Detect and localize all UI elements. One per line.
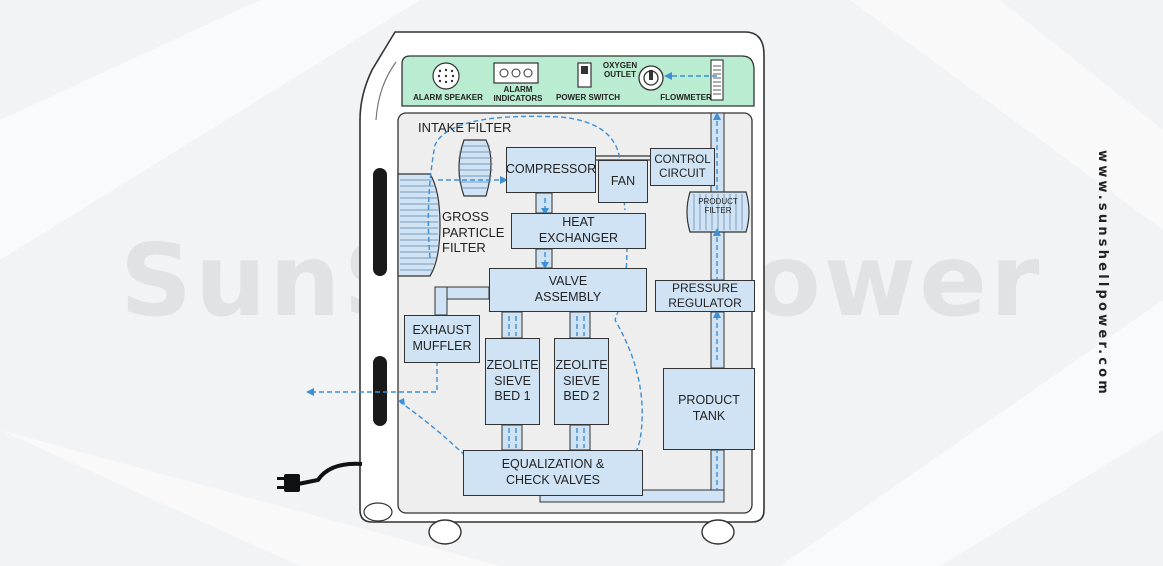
exhaust-muffler-box: EXHAUST MUFFLER xyxy=(404,315,480,363)
side-vent-bottom xyxy=(373,356,387,426)
flowmeter-label: FLOWMETER xyxy=(660,93,712,102)
wheel-right xyxy=(701,519,735,545)
power-cord xyxy=(297,461,363,486)
alarm-speaker-label: ALARM SPEAKER xyxy=(413,93,483,102)
zeolite-sieve-bed-2-box: ZEOLITE SIEVE BED 2 xyxy=(554,338,609,425)
fan-box: FAN xyxy=(598,160,648,203)
alarm-indicators-label: ALARM INDICATORS xyxy=(493,85,543,104)
equalization-check-valves-box: EQUALIZATION & CHECK VALVES xyxy=(463,450,643,496)
control-circuit-box: CONTROL CIRCUIT xyxy=(650,148,715,186)
compressor-box: COMPRESSOR xyxy=(506,147,596,193)
power-switch-label: POWER SWITCH xyxy=(556,93,620,102)
power-plug xyxy=(284,474,300,492)
side-vent-top xyxy=(373,168,387,276)
gross-particle-filter-shape xyxy=(397,173,441,277)
valve-assembly-box: VALVE ASSEMBLY xyxy=(489,268,647,312)
gross-particle-filter-label: GROSS PARTICLE FILTER xyxy=(442,209,505,256)
website-url: www.sunshellpower.com xyxy=(1095,150,1110,398)
product-filter-label: PRODUCT FILTER xyxy=(698,197,738,216)
heat-exchanger-box: HEAT EXCHANGER xyxy=(511,213,646,249)
zeolite-sieve-bed-1-box: ZEOLITE SIEVE BED 1 xyxy=(485,338,540,425)
oxygen-outlet-label: OXYGEN OUTLET xyxy=(602,61,638,80)
product-tank-box: PRODUCT TANK xyxy=(663,368,755,450)
wheel-left xyxy=(428,519,462,545)
pressure-regulator-box: PRESSURE REGULATOR xyxy=(655,280,755,312)
alarm-indicators-icon xyxy=(493,62,539,84)
intake-filter-label: INTAKE FILTER xyxy=(418,120,512,135)
